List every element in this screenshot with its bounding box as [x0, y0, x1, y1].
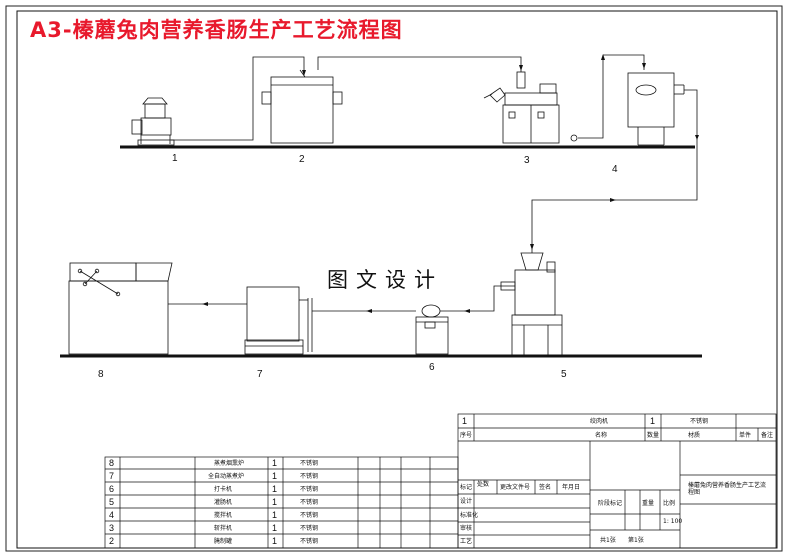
machine-7-cooking-oven — [244, 286, 313, 355]
part-material: 不锈钢 — [300, 499, 319, 506]
tb-sign: 签名 — [539, 484, 552, 491]
part-material: 不锈钢 — [300, 473, 319, 480]
machine-1-grinder — [131, 97, 175, 146]
part-qty: 1 — [272, 484, 278, 494]
tb-row1-name: 绞肉机 — [590, 418, 609, 425]
tb-review: 审核 — [460, 525, 473, 532]
machine-4-mixer — [627, 72, 685, 146]
part-name: 打卡机 — [214, 486, 233, 493]
parts-list-grid — [104, 456, 459, 549]
part-no: 6 — [109, 484, 115, 494]
tb-hdr-no: 序号 — [460, 432, 473, 439]
machine-number-6: 6 — [429, 362, 435, 373]
part-no: 7 — [109, 471, 115, 481]
part-name: 腌制罐 — [214, 538, 233, 545]
tb-scale-label: 比例 — [663, 500, 676, 507]
part-material: 不锈钢 — [300, 460, 319, 467]
tb-change-doc: 更改文件号 — [500, 484, 531, 491]
tb-hdr-unit-weight: 单件 — [739, 432, 752, 439]
machine-number-1: 1 — [172, 153, 178, 164]
machine-number-8: 8 — [98, 369, 104, 380]
part-name: 斩拌机 — [214, 525, 233, 532]
title-block-grid — [457, 413, 777, 549]
part-no: 3 — [109, 523, 115, 533]
part-no: 4 — [109, 510, 115, 520]
part-no: 5 — [109, 497, 115, 507]
machine-3-chopper — [483, 71, 578, 144]
machine-number-3: 3 — [524, 155, 530, 166]
machine-5-stuffer — [500, 252, 563, 356]
tb-drawing-name: 榛蘑兔肉营养香肠生产工艺流程图 — [688, 482, 767, 496]
part-name: 全自动蒸煮炉 — [208, 473, 245, 480]
tb-hdr-note: 备注 — [761, 432, 774, 439]
machine-number-2: 2 — [299, 154, 305, 165]
part-qty: 1 — [272, 497, 278, 507]
machine-number-4: 4 — [612, 164, 618, 175]
part-qty: 1 — [272, 458, 278, 468]
part-material: 不锈钢 — [300, 512, 319, 519]
tb-hdr-qty: 数量 — [647, 432, 660, 439]
part-material: 不锈钢 — [300, 538, 319, 545]
tb-row1-no: 1 — [462, 416, 468, 426]
tb-mark: 标记 — [460, 484, 473, 491]
part-qty: 1 — [272, 471, 278, 481]
tb-process: 工艺 — [460, 538, 473, 545]
part-no: 2 — [109, 536, 115, 546]
part-material: 不锈钢 — [300, 525, 319, 532]
tb-sheets-total: 共1张 — [600, 537, 616, 544]
tb-design: 设计 — [460, 498, 473, 505]
part-no: 8 — [109, 458, 115, 468]
tb-stage-mark: 阶段标记 — [598, 500, 623, 507]
tb-weight: 重量 — [642, 500, 655, 507]
tb-sheet-no: 第1张 — [628, 537, 644, 544]
part-qty: 1 — [272, 536, 278, 546]
watermark-text: 图文设计 — [327, 268, 443, 292]
machine-6-clipper — [415, 304, 449, 355]
page-title: A3-榛蘑兔肉营养香肠生产工艺流程图 — [30, 18, 403, 42]
part-qty: 1 — [272, 510, 278, 520]
tb-row1-qty: 1 — [650, 416, 656, 426]
tb-hdr-name: 名称 — [595, 432, 608, 439]
tb-count: 处数 — [477, 481, 490, 488]
machine-number-7: 7 — [257, 369, 263, 380]
part-name: 蒸煮烟熏炉 — [214, 460, 245, 467]
tb-scale: 1: 100 — [663, 518, 683, 525]
part-name: 搅拌机 — [214, 512, 233, 519]
machine-8-smokehouse — [68, 262, 173, 355]
part-qty: 1 — [272, 523, 278, 533]
flow-arrows — [202, 54, 699, 313]
machine-number-5: 5 — [561, 369, 567, 380]
tb-standard: 标准化 — [460, 512, 479, 519]
machine-2-marinating-tank — [261, 69, 343, 144]
tb-date: 年月日 — [562, 484, 581, 491]
part-material: 不锈钢 — [300, 486, 319, 493]
tb-row1-material: 不锈钢 — [690, 418, 709, 425]
part-name: 灌肠机 — [214, 499, 233, 506]
tb-hdr-material: 材质 — [688, 432, 701, 439]
